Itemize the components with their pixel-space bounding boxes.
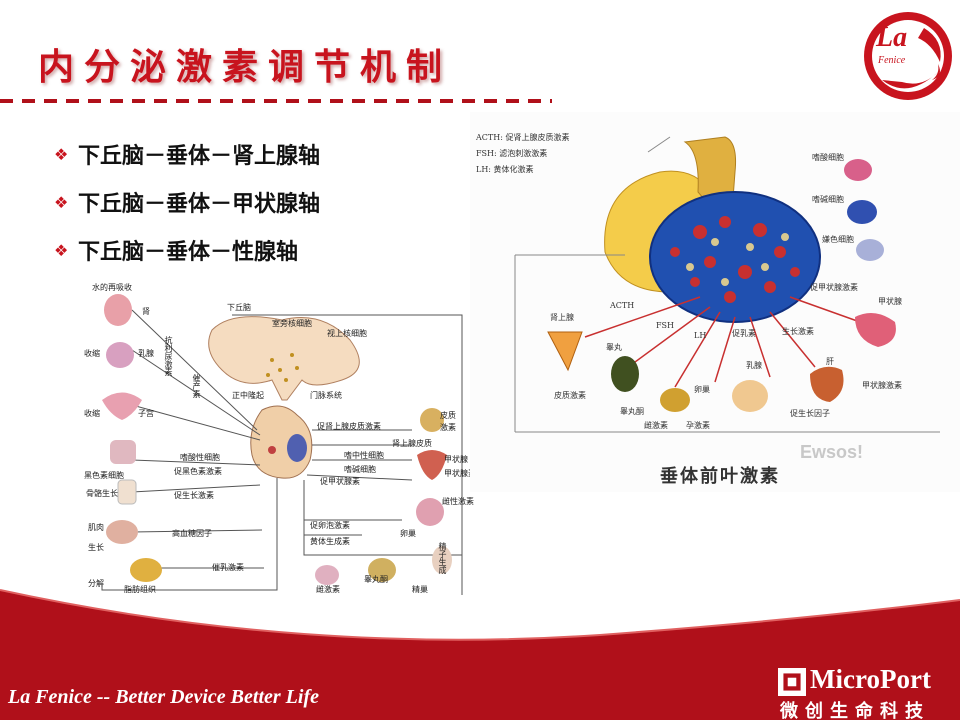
- label-tsh: 促甲状腺激素: [810, 283, 858, 292]
- label-chromophobe: 嫌色细胞: [822, 235, 854, 244]
- label-gh: 促生长激素: [174, 491, 214, 500]
- label-estrogen: 雌激素: [316, 585, 340, 594]
- label-oxytocin: 催产素: [192, 374, 201, 398]
- label-portal-system: 门脉系统: [310, 391, 342, 400]
- image-watermark: Ewsos!: [800, 442, 864, 462]
- label-hyperglycemic: 高血糖因子: [172, 529, 212, 538]
- label-fat-tissue: 脂肪组织: [124, 585, 156, 594]
- label-estrogen: 雌激素: [644, 421, 668, 430]
- label-acth-short: ACTH: [610, 301, 635, 310]
- label-thyroid: 甲状腺: [878, 297, 902, 306]
- label-growth-factor: 促生长因子: [790, 409, 830, 418]
- label-acidophil: 嗜酸细胞: [812, 153, 844, 162]
- label-contract-2: 收缩: [84, 409, 100, 418]
- bullet-item: ❖ 下丘脑－垂体－性腺轴: [54, 226, 320, 274]
- label-water-reabsorption: 水的再吸收: [92, 283, 132, 292]
- pituitary-target-diagram: 水的再吸收 肾 收缩 乳腺 收缩 子宫 黑色素细胞 骨骼生长 肌肉 生长 脂肪组…: [82, 280, 476, 598]
- bullet-text: 下丘脑－垂体－肾上腺轴: [78, 144, 321, 169]
- diagram-drawing: [101, 294, 463, 595]
- label-growth: 生长: [88, 543, 104, 552]
- label-testosterone: 睾丸酮: [364, 575, 388, 584]
- label-prolactin: 催乳激素: [212, 563, 244, 572]
- label-liver: 肝: [826, 357, 834, 366]
- label-supraoptic: 视上核细胞: [327, 329, 367, 338]
- label-sperm-production: 精子生成: [438, 542, 447, 574]
- bullet-list: ❖ 下丘脑－垂体－肾上腺轴 ❖ 下丘脑－垂体－甲状腺轴 ❖ 下丘脑－垂体－性腺轴: [54, 130, 320, 274]
- footer-slogan: La Fenice -- Better Device Better Life: [8, 686, 319, 708]
- label-contract: 收缩: [84, 349, 100, 358]
- label-tsh: 促甲状腺素: [320, 477, 360, 486]
- diamond-bullet-icon: ❖: [54, 192, 69, 212]
- label-bone-growth: 骨骼生长: [86, 489, 118, 498]
- label-cortex-hormone: 激素: [440, 423, 456, 432]
- label-hypothalamus: 下丘脑: [227, 303, 251, 312]
- bullet-item: ❖ 下丘脑－垂体－肾上腺轴: [54, 130, 320, 178]
- label-testicle: 精巢: [412, 585, 428, 594]
- label-lh: 黄体生成素: [310, 537, 350, 546]
- label-testis: 睾丸: [606, 343, 622, 352]
- company-name-cn: 微创生命科技: [780, 701, 930, 720]
- bullet-text: 下丘脑－垂体－性腺轴: [78, 240, 299, 265]
- label-msh: 促黑色素激素: [174, 467, 222, 476]
- label-antidiuretic: 抗利尿激素: [164, 336, 173, 376]
- legend-lh: LH: 黄体化激素: [476, 165, 534, 174]
- label-sex-hormone: 雌性激素: [442, 497, 474, 506]
- diagram-caption: 垂体前叶激素: [660, 466, 780, 487]
- anterior-pituitary-diagram: ACTH: 促肾上腺皮质激素 FSH: 滤泡刺激激素 LH: 黄体化激素 嗜酸细…: [470, 112, 960, 492]
- label-cortex: 皮质: [440, 411, 456, 420]
- label-acth: 促肾上腺皮质激素: [317, 422, 381, 431]
- title-divider: [0, 99, 552, 103]
- page-title: 内分泌激素调节机制: [38, 46, 453, 88]
- label-adrenal: 肾上腺: [550, 313, 574, 322]
- footer-band: [0, 589, 960, 720]
- label-thyroid: 甲状腺: [444, 455, 468, 464]
- legend-acth: ACTH: 促肾上腺皮质激素: [476, 133, 570, 142]
- label-uterus: 子宫: [138, 409, 154, 418]
- label-progesterone: 孕激素: [686, 421, 710, 430]
- logo-subtext: Fenice: [878, 55, 906, 66]
- label-ovary: 卵巢: [400, 529, 416, 538]
- microport-logo-icon: [778, 668, 806, 696]
- label-acidophil: 嗜酸性细胞: [180, 453, 220, 462]
- logo-wordmark: La: [876, 22, 908, 53]
- company-name-en: MicroPort: [810, 664, 931, 694]
- label-mammary: 乳腺: [746, 361, 762, 370]
- label-lh-short: LH: [694, 331, 707, 340]
- label-breast: 乳腺: [138, 349, 154, 358]
- label-adrenal-cortex: 肾上腺皮质: [392, 439, 432, 448]
- bullet-item: ❖ 下丘脑－垂体－甲状腺轴: [54, 178, 320, 226]
- label-fsh-short: FSH: [656, 321, 675, 330]
- label-basophil: 嗜碱细胞: [344, 465, 376, 474]
- label-median-eminence: 正中隆起: [232, 391, 264, 400]
- diamond-bullet-icon: ❖: [54, 144, 69, 164]
- label-neutrophil: 嗜中性细胞: [344, 451, 384, 460]
- legend-fsh: FSH: 滤泡刺激激素: [476, 149, 548, 158]
- la-fenice-logo: [864, 12, 952, 100]
- label-muscle: 肌肉: [88, 523, 104, 532]
- label-thyroxine: 甲状腺素: [444, 469, 476, 478]
- label-paraventricular: 室旁核细胞: [272, 319, 312, 328]
- label-testosterone: 睾丸酮: [620, 407, 644, 416]
- label-fsh: 促卵泡激素: [310, 521, 350, 530]
- label-cortex-hormone: 皮质激素: [554, 391, 586, 400]
- diagram-drawing: [514, 136, 940, 433]
- label-thyroid-hormone: 甲状腺激素: [862, 381, 902, 390]
- label-prolactin: 促乳素: [732, 329, 756, 338]
- label-kidney: 肾: [142, 307, 150, 316]
- label-melanocyte: 黑色素细胞: [84, 471, 124, 480]
- label-growth-hormone: 生长激素: [782, 327, 814, 336]
- diamond-bullet-icon: ❖: [54, 240, 69, 260]
- bullet-text: 下丘脑－垂体－甲状腺轴: [78, 192, 321, 217]
- label-basophil: 嗜碱细胞: [812, 195, 844, 204]
- label-ovary: 卵巢: [694, 385, 710, 394]
- label-decompose: 分解: [88, 579, 104, 588]
